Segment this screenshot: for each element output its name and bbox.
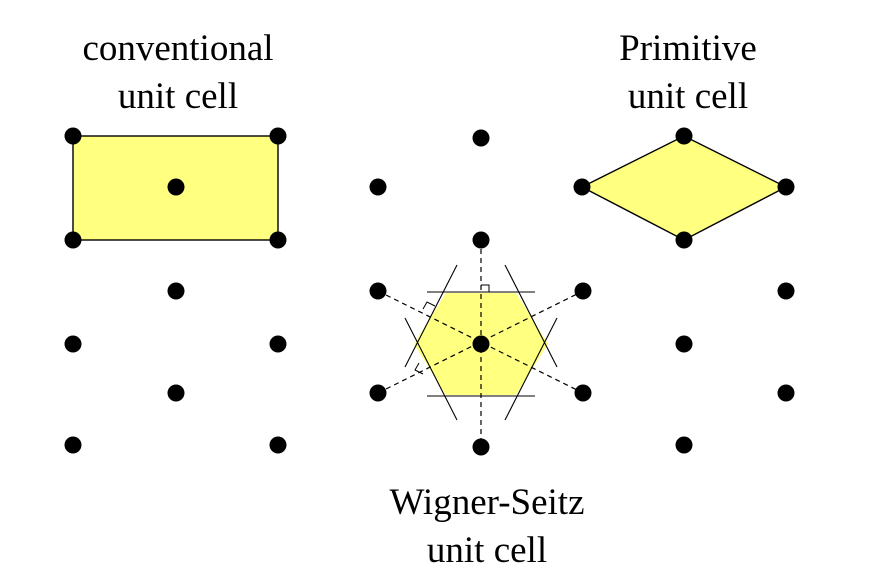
- lattice-point: [777, 178, 795, 196]
- lattice-point: [472, 129, 490, 147]
- primitive-label-line2: unit cell: [628, 76, 748, 117]
- right-angle-marker-upper-left: [422, 301, 436, 310]
- lattice-point: [777, 384, 795, 402]
- lattice-point: [472, 231, 490, 249]
- lattice-point: [573, 178, 591, 196]
- lattice-point: [64, 335, 82, 353]
- right-angle-marker-top: [481, 284, 490, 292]
- right-angle-marker-lower-left: [414, 362, 424, 375]
- lattice-point: [64, 127, 82, 145]
- lattice-point: [369, 282, 387, 300]
- lattice-point: [675, 436, 693, 454]
- lattice-point: [269, 436, 287, 454]
- lattice-point: [574, 282, 592, 300]
- lattice-point-center: [472, 335, 490, 353]
- bisector-lower-right: [504, 317, 558, 421]
- bisector-upper-left: [404, 264, 458, 368]
- lattice-point: [675, 231, 693, 249]
- connector-diagonal-a: [377, 290, 584, 394]
- bisector-upper-right: [504, 264, 558, 368]
- lattice-point: [269, 335, 287, 353]
- lattice-point: [64, 231, 82, 249]
- right-angle-markers: [414, 284, 490, 375]
- lattice-point: [675, 335, 693, 353]
- lattice-point: [64, 436, 82, 454]
- perpendicular-bisectors: [404, 264, 558, 421]
- conventional-label-line1: conventional: [82, 28, 273, 69]
- primitive-unit-cell: [580, 135, 788, 241]
- lattice-point: [167, 384, 185, 402]
- wigner-seitz-label-line2: unit cell: [427, 530, 547, 571]
- connector-diagonal-b: [377, 290, 584, 394]
- lattice-point: [167, 178, 185, 196]
- lattice-point: [369, 178, 387, 196]
- cells: [72, 135, 788, 395]
- primitive-label-line1: Primitive: [619, 28, 757, 69]
- bisector-lower-left: [404, 317, 458, 421]
- lattice-point: [369, 384, 387, 402]
- lattice-point: [269, 127, 287, 145]
- lattice-point: [472, 438, 490, 456]
- lattice-point: [777, 282, 795, 300]
- lattice-points: [64, 127, 795, 456]
- lattice-point: [574, 384, 592, 402]
- wigner-seitz-label-line1: Wigner-Seitz: [389, 482, 584, 523]
- lattice-point: [675, 127, 693, 145]
- conventional-label-line2: unit cell: [118, 76, 238, 117]
- lattice-point: [167, 282, 185, 300]
- lattice-point: [269, 231, 287, 249]
- labels: conventional unit cell Primitive unit ce…: [82, 28, 756, 571]
